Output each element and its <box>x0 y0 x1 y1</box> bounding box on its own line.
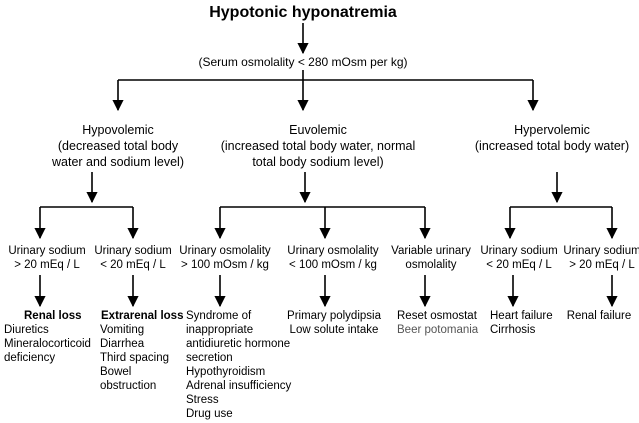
siadh-item: inappropriate <box>186 324 254 336</box>
outcome-renal-failure: Renal failure <box>567 309 632 323</box>
outcome-low-osmolality: Primary polydipsia Low solute intake <box>287 309 381 337</box>
category-hypovolemic-line2: (decreased total body <box>57 139 179 153</box>
renal-loss-item: Mineralocorticoid <box>4 338 91 350</box>
extrarenal-loss-item: Third spacing <box>100 352 170 364</box>
category-hypovolemic-line3: water and sodium level) <box>51 155 185 169</box>
category-euvolemic-line3: total body sodium level) <box>252 155 384 169</box>
outcome-variable-osmolality: Reset osmostat Beer potomania <box>397 309 478 337</box>
test-3-line2: > 100 mOsm / kg <box>181 259 269 271</box>
renal-loss-heading: Renal loss <box>24 310 82 322</box>
test-1-line2: > 20 mEq / L <box>14 259 80 271</box>
hf-item: Cirrhosis <box>490 324 536 336</box>
outcome-renal-loss: Renal loss Diuretics Mineralocorticoid d… <box>4 309 91 365</box>
extrarenal-loss-item: obstruction <box>100 380 157 392</box>
outcome-heart-failure: Heart failure Cirrhosis <box>490 309 553 337</box>
renal-loss-item: deficiency <box>4 352 56 364</box>
category-hypovolemic-line1: Hypovolemic <box>82 123 154 137</box>
category-hypervolemic-line1: Hypervolemic <box>514 123 590 137</box>
siadh-item: Syndrome of <box>186 310 252 322</box>
category-hypervolemic-line2: (increased total body water) <box>474 139 630 153</box>
test-4-line2: < 100 mOsm / kg <box>289 259 377 271</box>
outcome-siadh: Syndrome of inappropriate antidiuretic h… <box>186 309 291 421</box>
category-euvolemic: Euvolemic (increased total body water, n… <box>221 122 416 170</box>
test-2-line1: Urinary sodium <box>94 245 172 257</box>
test-5-line2: osmolality <box>405 259 457 271</box>
test-4-line1: Urinary osmolality <box>287 245 379 257</box>
outcome-extrarenal-loss: Extrarenal loss Vomiting Diarrhea Third … <box>97 309 183 393</box>
test-urinary-osmolality-high: Urinary osmolality > 100 mOsm / kg <box>179 244 270 272</box>
diagram-subtitle: (Serum osmolality < 280 mOsm per kg) <box>198 55 408 69</box>
hf-item: Heart failure <box>490 310 553 322</box>
test-urinary-sodium-low-hypo: Urinary sodium < 20 mEq / L <box>94 244 171 272</box>
test-urinary-osmolality-low: Urinary osmolality < 100 mOsm / kg <box>287 244 378 272</box>
extrarenal-loss-item: Diarrhea <box>100 338 145 350</box>
siadh-item: antidiuretic hormone <box>186 338 291 350</box>
test-variable-osmolality: Variable urinary osmolality <box>391 244 471 272</box>
test-6-line2: < 20 mEq / L <box>486 259 552 271</box>
low-osm-item: Low solute intake <box>289 324 379 336</box>
diagram-title: Hypotonic hyponatremia <box>209 4 397 21</box>
variable-item: Reset osmostat <box>397 310 477 322</box>
test-5-line1: Variable urinary <box>391 245 471 257</box>
variable-item: Beer potomania <box>397 324 479 336</box>
siadh-item: Stress <box>186 394 219 406</box>
test-2-line2: < 20 mEq / L <box>100 259 166 271</box>
test-urinary-sodium-high-hyper: Urinary sodium > 20 mEq / L <box>563 244 639 272</box>
siadh-item: Adrenal insufficiency <box>186 380 292 392</box>
siadh-item: secretion <box>186 352 233 364</box>
extrarenal-loss-item: Vomiting <box>100 324 145 336</box>
siadh-item: Drug use <box>186 408 233 420</box>
low-osm-item: Primary polydipsia <box>287 310 381 322</box>
extrarenal-loss-heading: Extrarenal loss <box>101 310 184 322</box>
test-3-line1: Urinary osmolality <box>179 245 271 257</box>
category-euvolemic-line1: Euvolemic <box>289 123 347 137</box>
test-1-line1: Urinary sodium <box>8 245 86 257</box>
test-6-line1: Urinary sodium <box>480 245 558 257</box>
category-hypervolemic: Hypervolemic (increased total body water… <box>475 122 629 154</box>
test-7-line2: > 20 mEq / L <box>569 259 635 271</box>
siadh-item: Hypothyroidism <box>186 366 266 378</box>
test-7-line1: Urinary sodium <box>563 245 639 257</box>
category-hypovolemic: Hypovolemic (decreased total body water … <box>52 122 184 170</box>
test-urinary-sodium-high-hypo: Urinary sodium > 20 mEq / L <box>8 244 85 272</box>
extrarenal-loss-item: Bowel <box>100 366 132 378</box>
test-urinary-sodium-low-hyper: Urinary sodium < 20 mEq / L <box>480 244 557 272</box>
renal-failure-item: Renal failure <box>566 310 632 322</box>
category-euvolemic-line2: (increased total body water, normal <box>220 139 416 153</box>
renal-loss-item: Diuretics <box>4 324 49 336</box>
